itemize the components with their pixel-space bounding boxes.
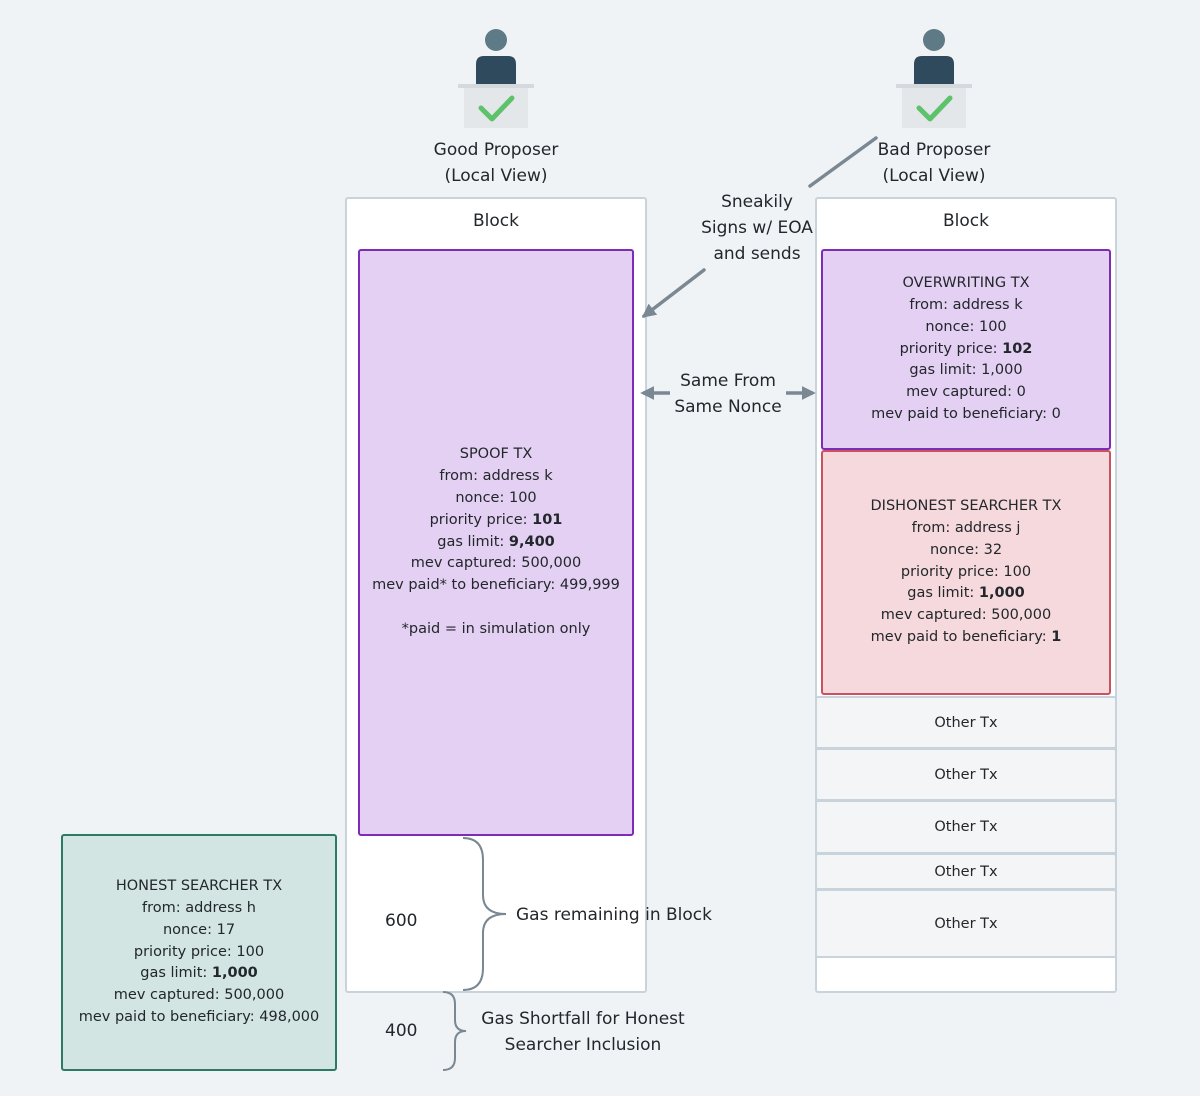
gas-remaining-label: Gas remaining in Block xyxy=(516,905,712,925)
overwriting-tx-mev-paid: mev paid to beneficiary: 0 xyxy=(871,405,1061,422)
dishonest-tx-title: DISHONEST SEARCHER TX xyxy=(870,498,1062,515)
sneaky-line1: Sneakily xyxy=(721,192,793,212)
dishonest-tx-priority: priority price: 100 xyxy=(900,563,1032,580)
spoof-tx-nonce: nonce: 100 xyxy=(455,489,537,506)
spoof-tx-footnote: *paid = in simulation only xyxy=(401,620,591,637)
overwriting-tx-gas: gas limit: 1,000 xyxy=(909,362,1023,379)
dishonest-tx-mev-paid: mev paid to beneficiary: 1 xyxy=(870,628,1062,645)
honest-tx-mev-captured: mev captured: 500,000 xyxy=(113,987,285,1004)
honest-tx-nonce: nonce: 17 xyxy=(162,921,236,938)
overwriting-tx-title: OVERWRITING TX xyxy=(902,275,1030,292)
honest-tx-priority: priority price: 100 xyxy=(133,943,265,960)
honest-tx-gas: gas limit: 1,000 xyxy=(140,965,258,982)
other-tx: Other Tx xyxy=(815,748,1117,801)
good-proposer-title: Good Proposer xyxy=(433,140,559,160)
spoof-tx-mev-captured: mev captured: 500,000 xyxy=(410,555,582,572)
dishonest-tx-nonce: nonce: 32 xyxy=(929,541,1003,558)
dishonest-tx-from: from: address j xyxy=(911,520,1021,536)
spoof-tx-priority: priority price: 101 xyxy=(429,511,563,528)
same-from-nonce-label: Same From Same Nonce xyxy=(664,368,792,420)
spoof-tx-gas: gas limit: 9,400 xyxy=(437,533,555,550)
other-tx: Other Tx xyxy=(815,853,1117,890)
sneaky-line3: and sends xyxy=(713,244,801,264)
sneaky-signs-label: Sneakily Signs w/ EOA and sends xyxy=(690,189,824,267)
honest-tx-title: HONEST SEARCHER TX xyxy=(115,878,283,895)
sneaky-line2: Signs w/ EOA xyxy=(701,218,813,238)
overwriting-tx: OVERWRITING TX from: address k nonce: 10… xyxy=(821,249,1111,450)
gas-remaining-value: 600 xyxy=(385,911,418,931)
other-tx: Other Tx xyxy=(815,800,1117,854)
spoof-tx-from: from: address k xyxy=(439,468,553,485)
honest-searcher-tx: HONEST SEARCHER TX from: address h nonce… xyxy=(61,834,337,1071)
spoof-tx-title: SPOOF TX xyxy=(459,446,533,463)
overwriting-tx-from: from: address k xyxy=(909,297,1023,313)
sneaky-arrow xyxy=(641,268,706,318)
gas-shortfall-label: Gas Shortfall for Honest Searcher Inclus… xyxy=(472,1006,694,1058)
spoof-tx-mev-paid: mev paid* to beneficiary: 499,999 xyxy=(372,577,620,594)
same-nonce-line: Same Nonce xyxy=(674,397,782,417)
bad-proposer-icon xyxy=(896,29,972,128)
bad-proposer-label: Bad Proposer (Local View) xyxy=(834,137,1034,189)
honest-tx-mev-paid: mev paid to beneficiary: 498,000 xyxy=(78,1008,320,1025)
gas-shortfall-line2: Searcher Inclusion xyxy=(504,1035,662,1055)
other-tx: Other Tx xyxy=(815,889,1117,958)
dishonest-tx-mev-captured: mev captured: 500,000 xyxy=(880,607,1052,624)
gas-shortfall-value: 400 xyxy=(385,1021,418,1041)
overwriting-tx-mev-captured: mev captured: 0 xyxy=(906,384,1026,401)
spoof-tx: SPOOF TX from: address k nonce: 100 prio… xyxy=(358,249,634,836)
gas-shortfall-line1: Gas Shortfall for Honest xyxy=(481,1009,685,1029)
good-proposer-subtitle: (Local View) xyxy=(444,166,548,186)
overwriting-tx-priority: priority price: 102 xyxy=(899,340,1033,357)
bad-proposer-subtitle: (Local View) xyxy=(882,166,986,186)
same-from-line: Same From xyxy=(680,371,776,391)
dishonest-searcher-tx: DISHONEST SEARCHER TX from: address j no… xyxy=(821,450,1111,695)
gas-shortfall-brace xyxy=(442,991,467,1071)
good-block-title: Block xyxy=(473,211,519,231)
other-tx: Other Tx xyxy=(815,696,1117,749)
overwriting-tx-nonce: nonce: 100 xyxy=(925,318,1007,335)
dishonest-tx-gas: gas limit: 1,000 xyxy=(907,585,1025,602)
bad-block-title: Block xyxy=(943,211,989,231)
bad-proposer-title: Bad Proposer xyxy=(877,140,991,160)
good-proposer-icon xyxy=(458,29,534,128)
good-proposer-label: Good Proposer (Local View) xyxy=(396,137,596,189)
honest-tx-from: from: address h xyxy=(141,900,256,916)
